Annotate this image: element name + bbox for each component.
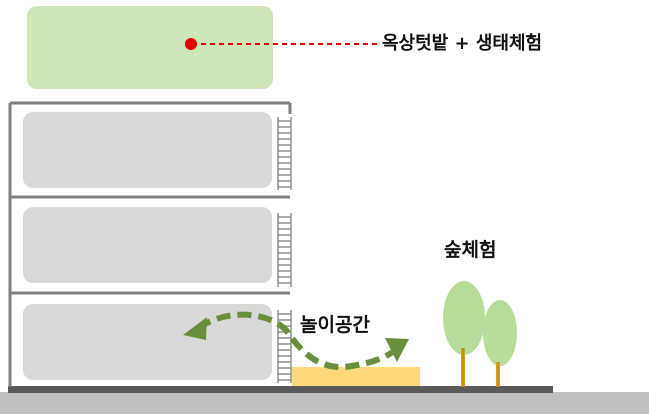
flow-arrow-path bbox=[196, 311, 403, 370]
flow-arrow-head-right bbox=[385, 338, 409, 362]
tree-canopy bbox=[443, 281, 485, 355]
room-floor-3 bbox=[23, 112, 272, 188]
rooftop-garden bbox=[27, 6, 273, 89]
room-floor-1 bbox=[23, 304, 272, 380]
stair-ladder-1 bbox=[277, 117, 292, 190]
flow-arrow-head-left bbox=[183, 317, 207, 340]
stair-ladder-3 bbox=[277, 310, 292, 383]
play-space-label: 놀이공간 bbox=[300, 314, 370, 336]
tree-small bbox=[483, 300, 517, 387]
play-mat bbox=[292, 367, 420, 386]
stair-ladder-2 bbox=[277, 213, 292, 287]
leader-dot bbox=[185, 38, 197, 50]
tree-large bbox=[443, 281, 485, 387]
forest-experience-label: 숲체험 bbox=[444, 239, 497, 261]
tree-canopy bbox=[483, 300, 517, 366]
ground-fill bbox=[0, 392, 649, 414]
rooftop-garden-label: 옥상텃밭 + 생태체험 bbox=[382, 33, 543, 54]
building-frame bbox=[8, 101, 292, 387]
room-floor-2 bbox=[23, 207, 272, 283]
ground-line bbox=[8, 386, 553, 393]
